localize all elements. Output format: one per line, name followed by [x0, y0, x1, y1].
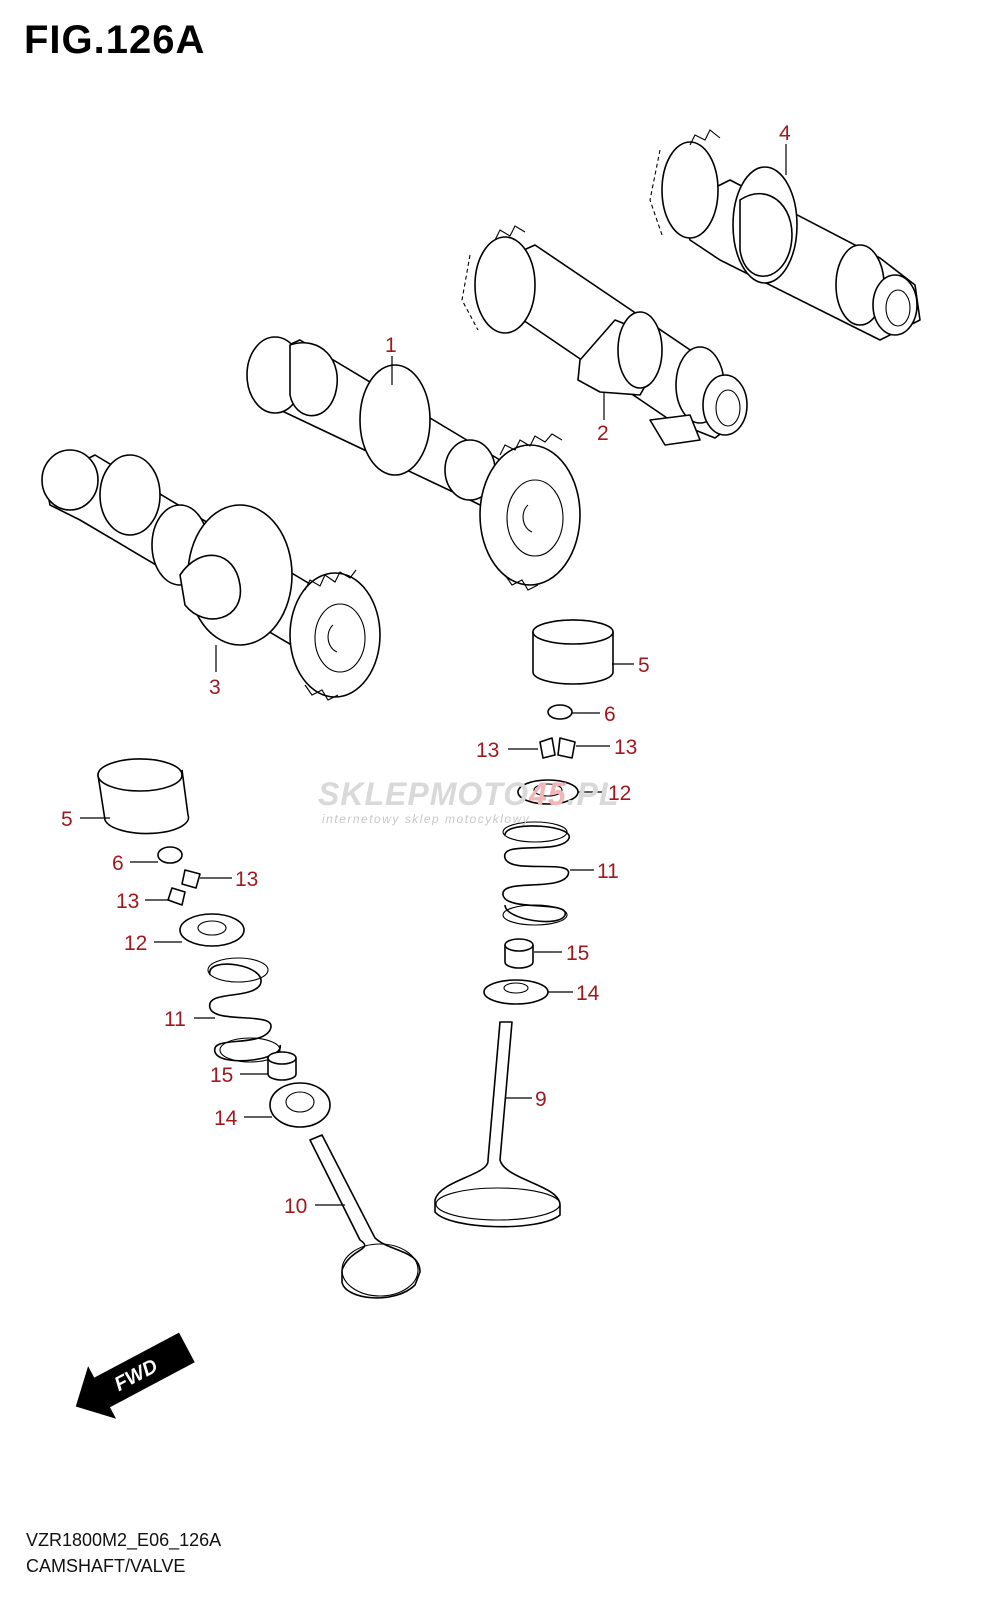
- callout-13-left-a: 13: [235, 868, 258, 891]
- seal-15-left[interactable]: [267, 1051, 297, 1081]
- callout-13-right-a: 13: [476, 739, 499, 762]
- tappet-5-left[interactable]: [97, 758, 190, 835]
- callout-14-right: 14: [576, 982, 600, 1005]
- fwd-arrow-icon: FWD: [75, 1332, 195, 1419]
- valve-10[interactable]: [309, 1134, 421, 1299]
- callout-11-left: 11: [164, 1008, 186, 1031]
- callout-labels: 1 2 3 4 5 6 13 13 12 11 15 14 9 5 6 13 1…: [61, 122, 791, 1218]
- callout-10: 10: [284, 1195, 307, 1218]
- spring-11-left[interactable]: [207, 957, 281, 1063]
- callout-4: 4: [779, 122, 791, 145]
- shim-6-right[interactable]: [547, 704, 573, 720]
- shim-6-left[interactable]: [157, 846, 183, 864]
- callout-2: 2: [597, 422, 609, 445]
- seal-15-right[interactable]: [504, 938, 534, 969]
- callout-3: 3: [209, 676, 221, 699]
- callout-12-right: 12: [608, 782, 631, 805]
- callout-11-right: 11: [597, 860, 619, 883]
- callout-5-left: 5: [61, 808, 73, 831]
- watermark-brand-suffix: .PL: [566, 776, 620, 812]
- seat-14-right[interactable]: [483, 979, 549, 1005]
- cotter-13-left[interactable]: [167, 869, 201, 906]
- callout-1: 1: [385, 334, 397, 357]
- watermark-brand: SKLEPMOTO45.PL: [318, 776, 619, 813]
- tappet-5-right[interactable]: [532, 619, 614, 685]
- figure-name: CAMSHAFT/VALVE: [26, 1556, 186, 1576]
- spring-11-right[interactable]: [502, 821, 571, 926]
- cotter-13-right[interactable]: [539, 737, 576, 759]
- callout-15-right: 15: [566, 942, 589, 965]
- watermark-brand-main: SKLEPMOTO: [318, 776, 530, 812]
- callout-14-left: 14: [214, 1107, 238, 1130]
- figure-code: VZR1800M2_E06_126A: [26, 1530, 222, 1550]
- leader-lines: [80, 144, 787, 1206]
- retainer-12-left[interactable]: [179, 913, 245, 947]
- camshaft-4[interactable]: [649, 129, 921, 341]
- callout-12-left: 12: [124, 932, 147, 955]
- callout-5-right: 5: [638, 654, 650, 677]
- camshaft-3[interactable]: [41, 449, 381, 701]
- callout-13-right-b: 13: [614, 736, 637, 759]
- watermark-tagline: internetowy sklep motocyklowy: [322, 812, 531, 826]
- camshaft-2[interactable]: [461, 225, 748, 446]
- seat-14-left[interactable]: [269, 1082, 331, 1128]
- callout-15-left: 15: [210, 1064, 233, 1087]
- camshaft-1[interactable]: [246, 336, 581, 591]
- callout-13-left-b: 13: [116, 890, 139, 913]
- callout-9: 9: [535, 1088, 547, 1111]
- watermark-brand-accent: 45: [529, 776, 567, 812]
- callout-6-left: 6: [112, 852, 124, 875]
- valve-9[interactable]: [434, 1021, 561, 1228]
- figure-title: FIG.126A: [24, 18, 206, 62]
- callout-6-right: 6: [604, 703, 616, 726]
